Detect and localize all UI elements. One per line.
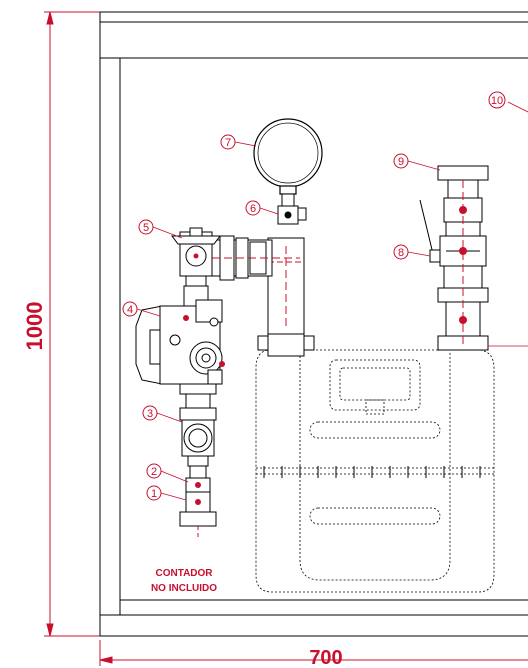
pressure-gauge <box>253 118 323 195</box>
callout-4-number: 4 <box>127 304 133 316</box>
callout-2: 2 <box>146 463 189 483</box>
callout-5: 5 <box>138 219 183 239</box>
callout-10: 10 <box>488 91 506 109</box>
meter-rail-ticks <box>263 466 481 478</box>
cabinet-frame <box>99 11 528 637</box>
callout-2-number: 2 <box>151 466 157 478</box>
callout-8: 8 <box>393 244 431 260</box>
meter-note-line1: CONTADOR <box>155 568 213 579</box>
callout-9-number: 9 <box>398 156 404 168</box>
outlet-pipe <box>488 101 528 347</box>
callout-3: 3 <box>142 405 183 423</box>
callout-8-number: 8 <box>398 247 404 259</box>
inlet-riser-pipe <box>250 237 305 335</box>
callout-3-number: 3 <box>147 408 153 420</box>
callout-5-number: 5 <box>143 222 149 234</box>
inlet-fittings <box>179 465 217 540</box>
callout-6-number: 6 <box>250 203 256 215</box>
callout-6: 6 <box>245 200 279 216</box>
callout-4: 4 <box>122 301 161 317</box>
inlet-ball-valve <box>171 227 221 307</box>
callout-9: 9 <box>393 153 441 171</box>
callout-10-number: 10 <box>491 95 503 107</box>
meter-note-line2: NO INCLUIDO <box>151 583 217 594</box>
callout-1-number: 1 <box>151 488 157 500</box>
callout-1: 1 <box>146 485 187 501</box>
callout-7: 7 <box>220 134 257 150</box>
width-dimension-label: 700 <box>309 647 342 668</box>
callout-7-number: 7 <box>225 137 231 149</box>
height-dimension <box>44 11 100 637</box>
gas-filter <box>179 393 217 467</box>
height-dimension-label: 1000 <box>22 302 47 351</box>
gas-meter-outline <box>255 349 495 593</box>
gauge-tap-valve <box>277 193 307 225</box>
width-dimension <box>99 640 528 666</box>
pressure-regulator <box>135 299 225 395</box>
outlet-valve-assembly <box>419 165 489 351</box>
horizontal-union <box>211 235 300 281</box>
